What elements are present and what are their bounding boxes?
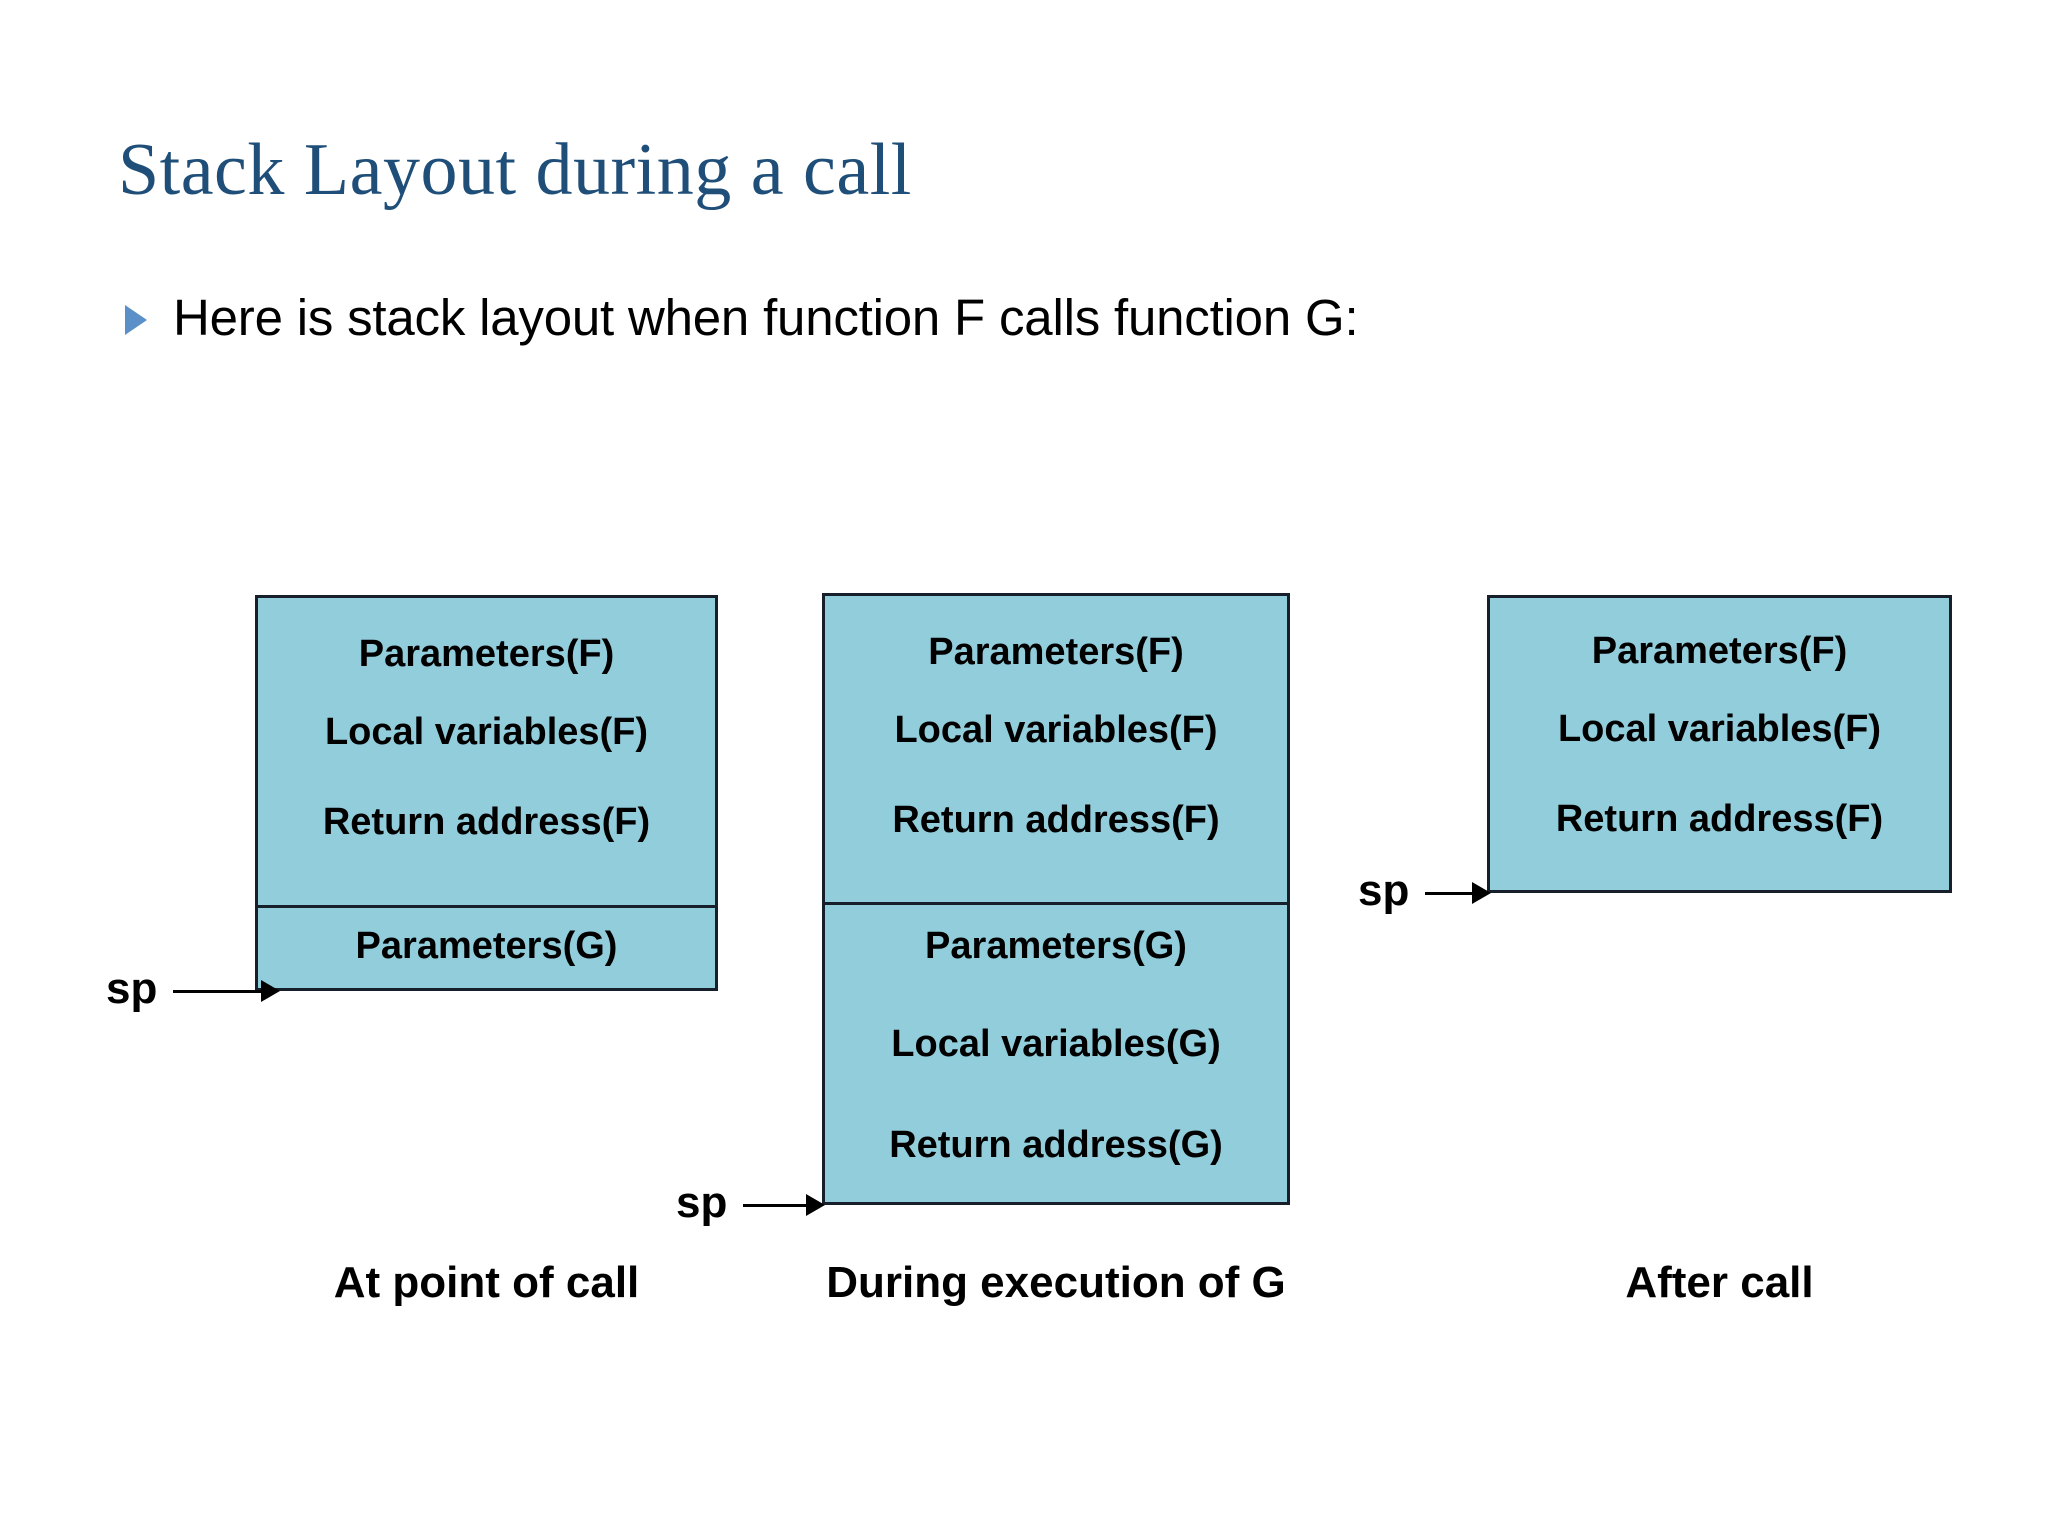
stack-row-label: Local variables(F) [894, 709, 1218, 751]
arrow-right-icon [743, 1194, 826, 1216]
arrow-right-icon [1425, 882, 1492, 904]
triangle-right-icon [125, 304, 147, 335]
stack-box-after-call: Parameters(F) Local variables(F) Return … [1487, 595, 1952, 893]
stack-segment-frame-f: Parameters(F) Local variables(F) Return … [1490, 598, 1949, 890]
stack-box-at-point-of-call: Parameters(F) Local variables(F) Return … [255, 595, 718, 991]
stack-box-during-execution-of-g: Parameters(F) Local variables(F) Return … [822, 593, 1290, 1205]
stack-row-label: Parameters(F) [928, 631, 1184, 673]
stack-row-label: Return address(F) [322, 801, 651, 843]
stack-row-label: Return address(G) [889, 1124, 1223, 1166]
stack-segment-frame-g: Parameters(G) Local variables(G) Return … [825, 902, 1287, 1208]
stack-row-label: Parameters(F) [1591, 630, 1848, 672]
stack-row-label: Parameters(G) [355, 925, 618, 967]
page-title: Stack Layout during a call [118, 129, 912, 211]
stack-segment-frame-f: Parameters(F) Local variables(F) Return … [258, 598, 715, 905]
stack-segment-frame-f: Parameters(F) Local variables(F) Return … [825, 596, 1287, 902]
sp-label: sp [106, 964, 158, 1013]
sp-label: sp [676, 1178, 728, 1227]
caption-at-point-of-call: At point of call [333, 1258, 640, 1307]
sp-label: sp [1358, 866, 1410, 915]
stack-row-label: Return address(F) [892, 799, 1220, 841]
stack-row-label: Local variables(F) [1557, 708, 1882, 750]
stack-row-label: Parameters(F) [358, 633, 615, 675]
caption-after-call: After call [1625, 1258, 1814, 1307]
stack-row-label: Local variables(G) [891, 1023, 1221, 1065]
stack-row-label: Local variables(F) [324, 711, 649, 753]
stack-row-label: Return address(F) [1555, 798, 1884, 840]
caption-during-execution-of-g: During execution of G [826, 1258, 1286, 1307]
bullet-item-label: Here is stack layout when function F cal… [173, 289, 1359, 346]
stack-segment-frame-g-partial: Parameters(G) [258, 905, 715, 991]
stack-row-label: Parameters(G) [925, 925, 1187, 967]
arrow-right-icon [173, 980, 281, 1002]
bullet-list-item: Here is stack layout when function F cal… [125, 288, 1359, 347]
